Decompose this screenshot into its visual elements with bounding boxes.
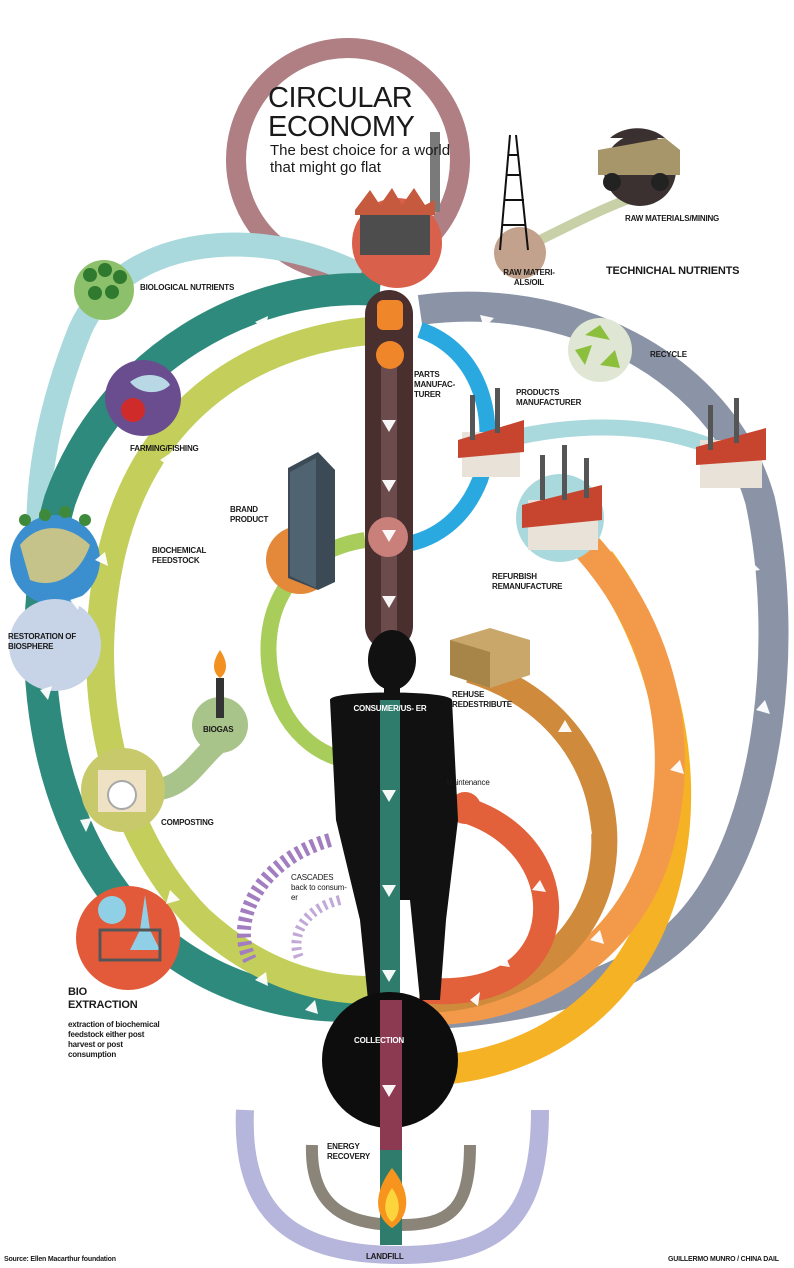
- mining-truck-icon: [598, 128, 680, 191]
- biogas-node: [192, 697, 248, 753]
- oil-node: [494, 227, 546, 279]
- label-refurbish: REFURBISH REMANUFACTURE: [492, 572, 563, 591]
- page-subtitle: The best choice for a world that might g…: [270, 142, 451, 176]
- forest-icon: [19, 506, 91, 526]
- farming-node: [105, 360, 181, 436]
- globe-land: [20, 528, 90, 584]
- bio-extraction-node: [76, 886, 180, 990]
- label-raw-materials-oil: RAW MATERI- ALS/OIL: [503, 268, 555, 287]
- footer-credit: GUILLERMO MUNRO / CHINA DAIL: [668, 1256, 779, 1263]
- label-farming-fishing: FARMING/FISHING: [130, 444, 199, 453]
- refurbish-factory-icon: [522, 445, 602, 550]
- boxes-icon: [450, 628, 530, 688]
- label-composting: COMPOSTING: [161, 818, 214, 827]
- biochemical-loop: [86, 316, 382, 1004]
- label-maintenance: Maintenance: [446, 778, 490, 787]
- label-cascades: CASCADES back to consum- er: [291, 873, 347, 902]
- raw-materials-connector: [527, 190, 642, 250]
- label-energy-recovery: ENERGY RECOVERY: [327, 1142, 371, 1161]
- maintenance-loop: [418, 797, 560, 1005]
- label-brand-product: BRAND PRODUCT: [230, 505, 269, 524]
- factory-icon: [355, 132, 440, 255]
- compost-icon: [98, 770, 146, 812]
- label-biogas: BIOGAS: [203, 725, 234, 734]
- oil-derrick-icon: [499, 134, 529, 251]
- flow-arrows: [40, 315, 770, 1097]
- fire-icon: [378, 1168, 407, 1228]
- central-shaft-inner: [381, 360, 397, 650]
- label-collection: COLLECTION: [354, 1036, 404, 1045]
- label-products-manufacturer: PRODUCTS MANUFACTURER: [516, 388, 582, 407]
- label-parts-manufacturer: PARTS MANUFAC- TURER: [414, 370, 456, 399]
- cascades-arc: [236, 833, 333, 964]
- trees-icon: [83, 263, 127, 300]
- label-biochemical-feedstock: BIOCHEMICAL FEEDSTOCK: [152, 546, 207, 565]
- label-restoration: RESTORATION OF BIOSPHERE: [8, 632, 77, 651]
- products-factory-icon: [458, 388, 524, 477]
- refurbish-loop: [429, 508, 685, 1025]
- cascades-arc-inner: [291, 895, 342, 963]
- restoration-node: [9, 599, 101, 691]
- building-icon: [288, 452, 335, 590]
- label-technical-nutrients: TECHNICHAL NUTRIENTS: [606, 265, 740, 277]
- fish-apple-icon: [121, 374, 170, 422]
- parts-icon: [376, 300, 404, 369]
- recycle-icon: [575, 325, 620, 368]
- page-title: CIRCULAR ECONOMY: [268, 82, 415, 143]
- collection-stripe: [380, 1000, 402, 1150]
- label-consumer: CONSUMER/US- ER: [353, 704, 427, 713]
- label-recycle: RECYCLE: [650, 350, 687, 359]
- label-bio-extraction-desc: extraction of biochemical feedstock eith…: [68, 1020, 160, 1059]
- landfill-outer-arc: [235, 1109, 549, 1265]
- consumer-stripe: [380, 700, 400, 1000]
- label-bio-extraction: BIO EXTRACTION: [68, 986, 138, 1011]
- label-biological-nutrients: BIOLOGICAL NUTRIENTS: [140, 283, 235, 292]
- recycle-factory-icon: [696, 398, 766, 488]
- label-rehuse: REHUSE REDESTRIBUTE: [452, 690, 512, 709]
- footer-source: Source: Ellen Macarthur foundation: [4, 1256, 116, 1263]
- biogas-torch-icon: [214, 650, 226, 718]
- lab-flask-icon: [98, 895, 162, 962]
- label-landfill: LANDFILL: [366, 1252, 404, 1261]
- label-raw-materials-mining: RAW MATERIALS/MINING: [625, 214, 720, 223]
- bio-outer-loop: [26, 232, 366, 603]
